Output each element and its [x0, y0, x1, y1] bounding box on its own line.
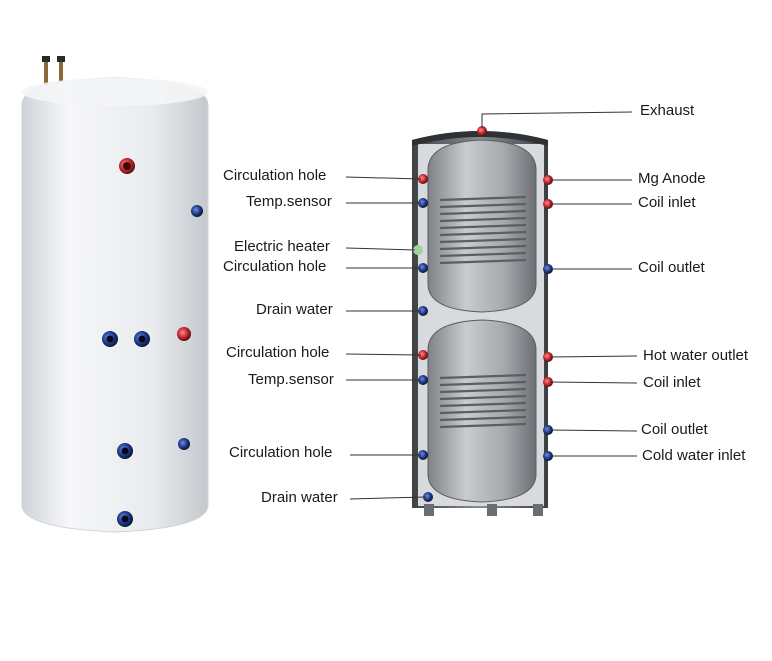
port-icon — [418, 350, 428, 360]
label-temp-sensor-2: Temp.sensor — [248, 371, 334, 388]
port-icon — [418, 198, 428, 208]
port-icon — [418, 375, 428, 385]
hot-port-icon — [177, 327, 191, 341]
top-pipe-right — [59, 58, 63, 88]
leader-lines — [345, 111, 638, 500]
leader-line — [345, 353, 422, 356]
port-icon — [418, 263, 428, 273]
leader-line — [549, 381, 638, 384]
label-electric-heater: Electric heater — [234, 238, 330, 255]
port-icon — [423, 492, 433, 502]
leader-line — [345, 176, 422, 180]
white-tank-photo — [21, 56, 209, 533]
port-icon — [543, 199, 553, 209]
top-pipe-left — [44, 58, 48, 88]
leader-line — [549, 355, 638, 358]
port-icon — [418, 306, 428, 316]
leader-line — [349, 496, 427, 500]
label-coil-inlet-2: Coil inlet — [643, 374, 701, 391]
label-cold-water-inlet: Cold water inlet — [642, 447, 746, 464]
port-icon — [418, 450, 428, 460]
label-coil-inlet-1: Coil inlet — [638, 194, 696, 211]
leader-line — [345, 247, 416, 251]
leader-line — [549, 429, 638, 432]
label-mg-anode: Mg Anode — [638, 170, 706, 187]
port-icon — [543, 425, 553, 435]
label-coil-outlet-1: Coil outlet — [638, 259, 705, 276]
label-circulation-hole-2: Circulation hole — [223, 258, 327, 275]
label-coil-outlet-2: Coil outlet — [641, 421, 708, 438]
label-hot-water-outlet: Hot water outlet — [643, 347, 749, 364]
cold-port-icon — [178, 438, 190, 450]
port-icon — [543, 377, 553, 387]
label-exhaust: Exhaust — [640, 102, 695, 119]
side-port-icon — [191, 205, 203, 217]
label-drain-water-1: Drain water — [256, 301, 333, 318]
label-circulation-hole-4: Circulation hole — [229, 444, 333, 461]
port-icon — [543, 264, 553, 274]
port-icon — [418, 174, 428, 184]
port-icon — [543, 175, 553, 185]
port-icon — [543, 451, 553, 461]
label-circulation-hole-3: Circulation hole — [226, 344, 330, 361]
cutaway-tank — [412, 126, 553, 516]
heater-port-icon — [413, 245, 423, 255]
upper-coil — [439, 195, 527, 265]
exhaust-port-icon — [477, 126, 487, 136]
leader-line — [481, 111, 633, 128]
label-circulation-hole-1: Circulation hole — [223, 167, 327, 184]
tank-body — [21, 77, 209, 533]
label-drain-water-2: Drain water — [261, 489, 338, 506]
label-temp-sensor-1: Temp.sensor — [246, 193, 332, 210]
port-icon — [543, 352, 553, 362]
lower-coil — [439, 373, 527, 429]
